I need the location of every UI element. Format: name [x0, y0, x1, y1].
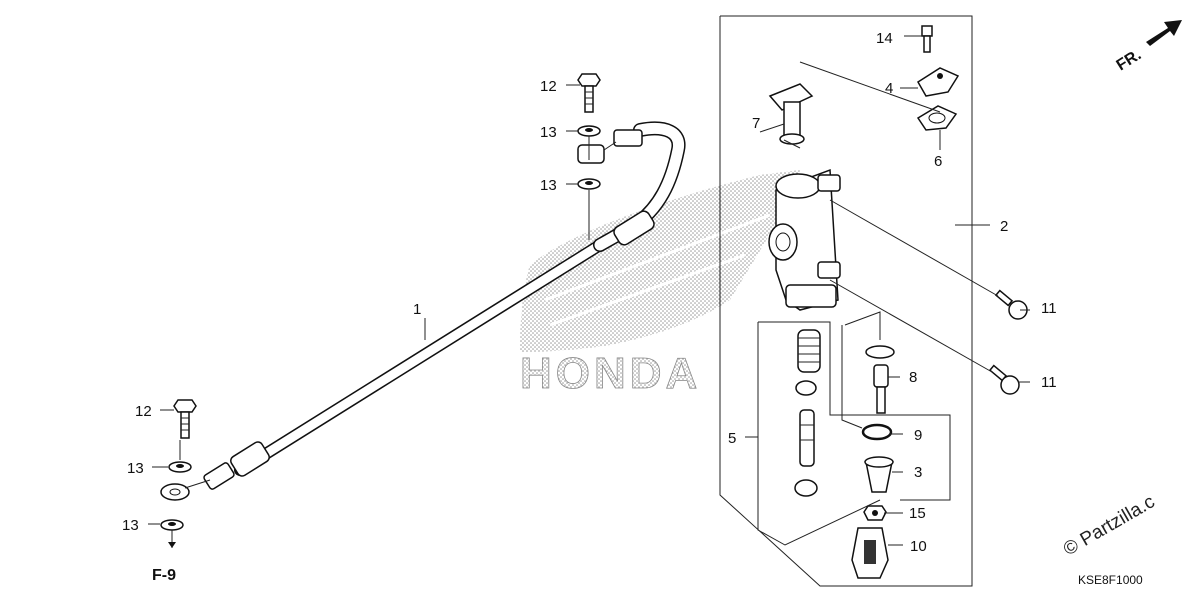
grouping-lines [148, 35, 1030, 548]
callout-10: 10 [910, 538, 927, 555]
bolt-lower [173, 399, 197, 439]
clevis [851, 527, 889, 579]
callout-2: 2 [1000, 218, 1008, 235]
bolt-upper [577, 73, 601, 113]
bolt-11-upper [994, 289, 1028, 320]
callouts: 1 2 3 4 5 6 7 8 9 10 11 11 12 12 13 13 1… [122, 30, 1057, 555]
callout-14: 14 [876, 30, 893, 47]
honda-logo-text: HONDA [520, 349, 701, 398]
callout-5: 5 [728, 430, 736, 447]
callout-6: 6 [934, 153, 942, 170]
callout-12-upper: 12 [540, 78, 557, 95]
piston-set [794, 329, 821, 497]
brake-hose [203, 121, 686, 490]
callout-13-b: 13 [540, 177, 557, 194]
callout-8: 8 [909, 369, 917, 386]
reservoir-joint [768, 83, 814, 145]
circlip [861, 423, 893, 441]
master-cylinder-body [768, 168, 841, 311]
callout-15: 15 [909, 505, 926, 522]
bolt-11-lower [988, 364, 1020, 395]
callout-3: 3 [914, 464, 922, 481]
cover-screw [921, 25, 933, 53]
nut [863, 505, 887, 521]
rubber-boot [864, 456, 894, 493]
reference-label: F-9 [152, 567, 176, 584]
upper-banjo-fitting [577, 141, 617, 164]
callout-7: 7 [752, 115, 760, 132]
callout-11-upper: 11 [1041, 300, 1057, 317]
callout-9: 9 [914, 427, 922, 444]
copyright-watermark: © Partzilla.c [1060, 491, 1159, 560]
callout-4: 4 [885, 80, 893, 97]
honda-wing-logo: HONDA [520, 170, 800, 398]
assembly-bracket [719, 15, 990, 587]
callout-13-d: 13 [122, 517, 139, 534]
direction-label: FR. [1114, 46, 1145, 74]
cover-plate [916, 67, 960, 97]
lower-banjo-fitting [160, 479, 211, 501]
front-direction-arrow: FR. [1114, 20, 1182, 74]
push-rod [865, 345, 895, 414]
diagram-code: KSE8F1000 [1078, 573, 1143, 587]
diaphragm-plate [916, 105, 958, 131]
callout-13-c: 13 [127, 460, 144, 477]
callout-1: 1 [413, 301, 421, 318]
callout-13-a: 13 [540, 124, 557, 141]
callout-11-lower: 11 [1041, 374, 1057, 391]
callout-12-lower: 12 [135, 403, 152, 420]
